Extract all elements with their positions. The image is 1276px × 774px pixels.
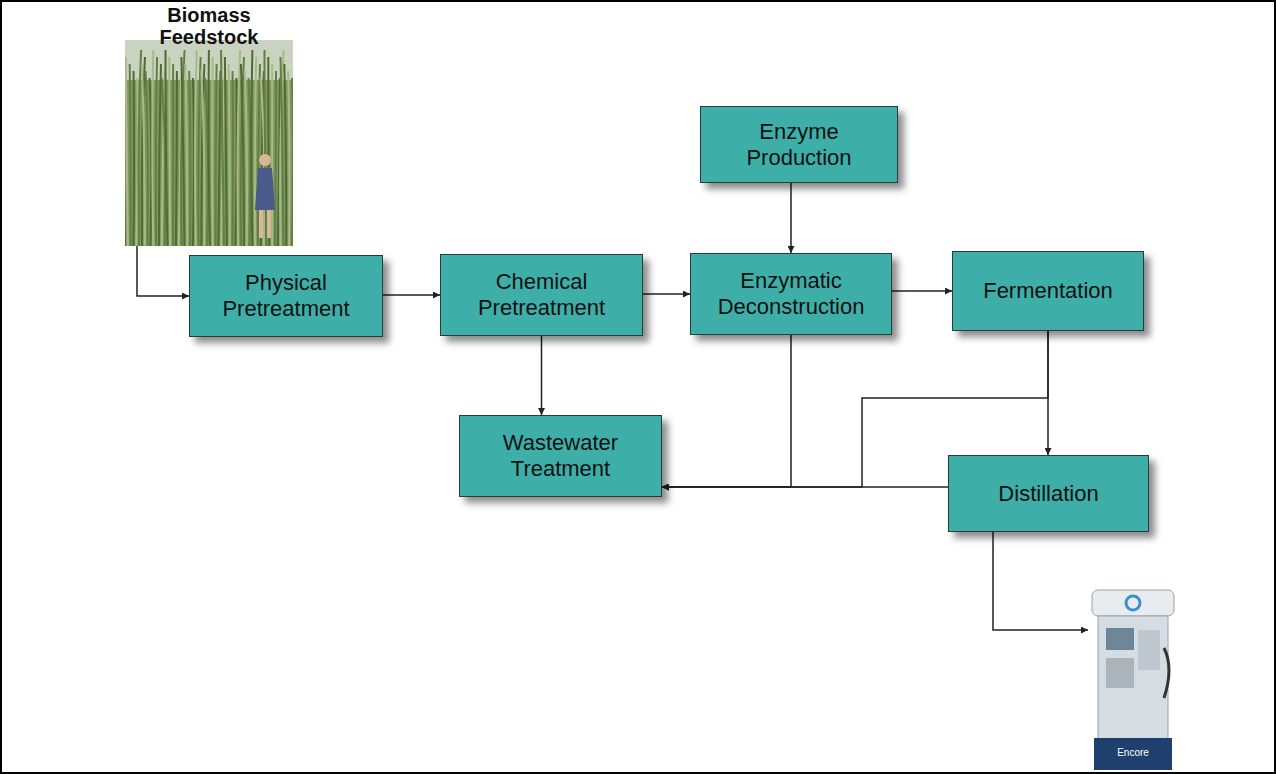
flow-arrow [541, 336, 543, 415]
box-label: Enzyme Production [711, 119, 887, 171]
box-label: Wastewater Treatment [470, 430, 651, 482]
grass-photo [125, 40, 293, 246]
flow-arrow [383, 294, 440, 296]
flow-arrow [993, 532, 1088, 630]
brand-text: Encore [1088, 747, 1178, 758]
flow-arrow [790, 183, 792, 253]
flow-arrow [662, 335, 791, 487]
process-box: Enzymatic Deconstruction [690, 253, 892, 335]
photo-heading: Biomass Feedstock [125, 4, 293, 48]
flow-arrow [662, 486, 948, 488]
box-label: Distillation [998, 481, 1098, 507]
box-label: Chemical Pretreatment [451, 269, 632, 321]
flow-arrow [137, 246, 189, 296]
flow-arrow [643, 293, 690, 295]
feedstock-photo: Biomass Feedstock [125, 4, 293, 246]
process-box: Enzyme Production [700, 106, 898, 183]
fuel-pump: Encore [1088, 588, 1178, 772]
box-label: Fermentation [983, 278, 1113, 304]
flow-arrow [892, 290, 952, 292]
process-box: Distillation [948, 455, 1149, 532]
process-box: Chemical Pretreatment [440, 254, 643, 336]
fuel-pump [1088, 588, 1178, 772]
process-box: Fermentation [952, 251, 1144, 331]
process-box: Wastewater Treatment [459, 415, 662, 497]
box-label: Enzymatic Deconstruction [701, 268, 881, 320]
box-label: Physical Pretreatment [200, 270, 372, 322]
process-box: Physical Pretreatment [189, 255, 383, 337]
